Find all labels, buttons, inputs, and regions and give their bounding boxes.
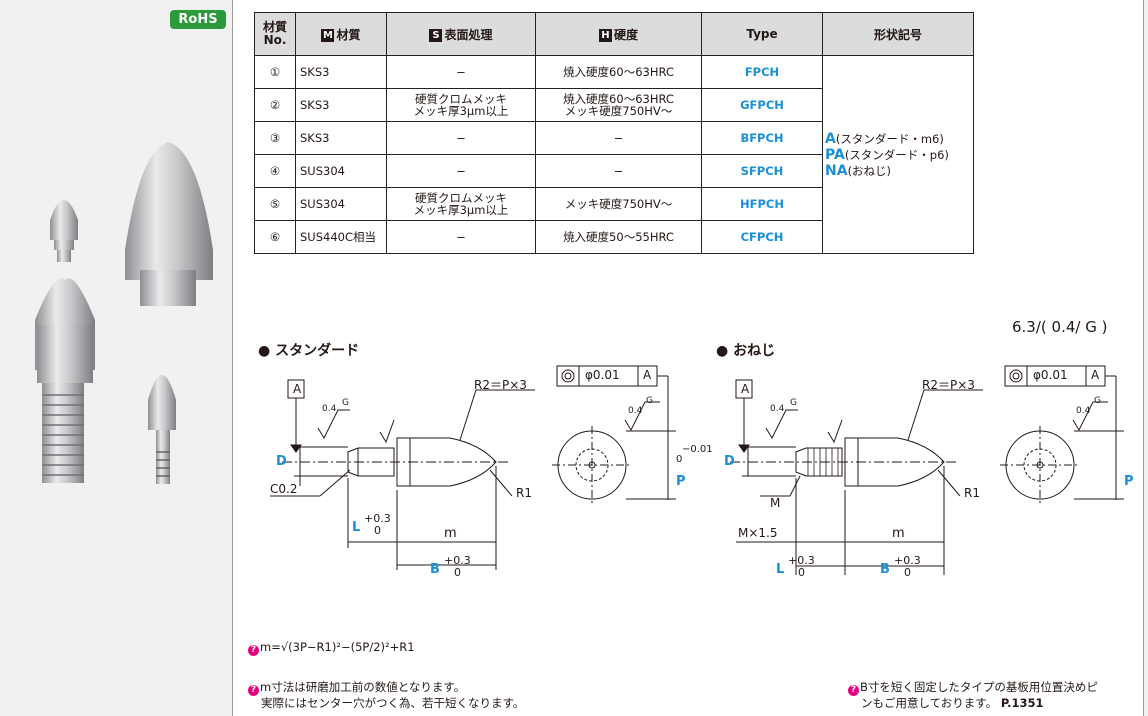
l-label: L xyxy=(352,520,361,535)
note-related-product: ?B寸を短く固定したタイプの基板用位置決めピンもご用意しております。 P.135… xyxy=(848,680,1140,711)
info-icon: ? xyxy=(248,685,259,696)
datum-a-label: A xyxy=(293,382,302,396)
table-row: ③ SKS3 − − BFPCH xyxy=(254,121,974,155)
table-row: ⑤ SUS304 硬質クロムメッキメッキ厚3μm以上 メッキ硬度750HV～ H… xyxy=(254,187,974,221)
d-label: D xyxy=(276,454,287,469)
info-icon: ? xyxy=(248,645,259,656)
row-material: SKS3 xyxy=(295,55,387,89)
row-hardness: 焼入硬度60～63HRC xyxy=(535,55,702,89)
concentricity-value: φ0.01 xyxy=(585,368,620,382)
m-pitch-label: M×1.5 xyxy=(738,526,778,540)
note-grinding: ?m寸法は研磨加工前の数値となります。実際にはセンター穴がつく為、若干短くなりま… xyxy=(248,680,524,711)
standard-title: ● スタンダード xyxy=(258,343,360,359)
hardness-badge-icon: H xyxy=(598,28,612,42)
c02-label: C0.2 xyxy=(270,482,298,496)
m-thread-label: M xyxy=(770,496,781,510)
product-photo xyxy=(35,142,213,484)
right-edge-strip xyxy=(1143,0,1148,716)
r2-label: R2＝P×3 xyxy=(474,378,527,392)
row-type: FPCH xyxy=(701,55,823,89)
page-reference-link[interactable]: P.1351 xyxy=(1000,696,1044,710)
table-row: ⑥ SUS440C相当 − 焼入硬度50～55HRC CFPCH xyxy=(254,220,974,254)
header-shape: 形状記号 xyxy=(822,12,974,56)
rohs-badge: RoHS xyxy=(170,10,226,29)
table-row: ① SKS3 − 焼入硬度60～63HRC FPCH A(スタンダード・m6) … xyxy=(254,55,974,254)
p-label: P xyxy=(676,474,686,489)
table-row: ④ SUS304 − − SFPCH xyxy=(254,154,974,188)
formula-note: ?m=√(3P−R1)²−(5P/2)²+R1 xyxy=(248,640,415,656)
header-type: Type xyxy=(701,12,823,56)
thread-title: ● おねじ xyxy=(716,343,776,359)
row-no: ① xyxy=(254,55,296,89)
surface-badge-icon: S xyxy=(429,28,443,42)
shape-codes: A(スタンダード・m6) PA(スタンダード・p6) NA(おねじ) xyxy=(822,55,974,254)
product-photo-panel: RoHS xyxy=(0,0,233,716)
shape-code: A xyxy=(825,130,836,147)
info-icon: ? xyxy=(848,685,859,696)
shape-code: PA xyxy=(825,146,845,163)
b-label: B xyxy=(430,562,440,577)
r1-label: R1 xyxy=(516,486,532,500)
material-badge-icon: M xyxy=(321,28,335,42)
shape-code: NA xyxy=(825,162,848,179)
m-label: m xyxy=(444,526,457,541)
roughness-note: 6.3/( 0.4/ G ) xyxy=(1012,318,1108,336)
